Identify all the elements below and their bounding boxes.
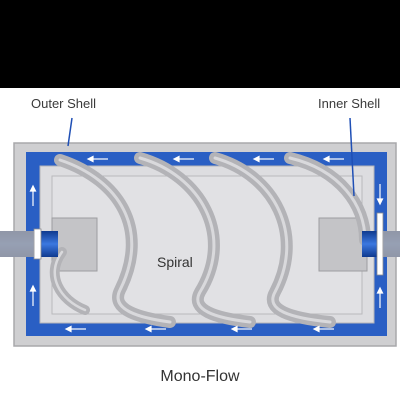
inner-shell-leader bbox=[349, 117, 355, 197]
arrow-icon bbox=[322, 155, 344, 163]
arrow-icon bbox=[376, 286, 384, 308]
arrow-icon bbox=[64, 325, 86, 333]
arrow-icon bbox=[86, 155, 108, 163]
arrow-icon bbox=[312, 325, 334, 333]
arrow-icon bbox=[230, 325, 252, 333]
spiral-tubes bbox=[49, 152, 371, 328]
arrow-icon bbox=[29, 284, 37, 306]
arrow-icon bbox=[144, 325, 166, 333]
arrow-icon bbox=[376, 184, 384, 206]
arrow-icon bbox=[252, 155, 274, 163]
diagram-caption: Mono-Flow bbox=[160, 368, 240, 385]
outlet-pipe-cap bbox=[376, 212, 384, 276]
arrow-icon bbox=[29, 184, 37, 206]
spiral-label: Spiral bbox=[157, 254, 193, 270]
arrow-icon bbox=[172, 155, 194, 163]
outer-shell-leader bbox=[67, 117, 73, 147]
top-black-band bbox=[0, 0, 400, 88]
inlet-pipe-cap bbox=[33, 228, 42, 260]
flow-arrows bbox=[29, 155, 384, 333]
outer-shell-label: Outer Shell bbox=[31, 96, 97, 111]
inner-shell bbox=[51, 175, 363, 315]
inner-shell-label: Inner Shell bbox=[318, 96, 381, 111]
